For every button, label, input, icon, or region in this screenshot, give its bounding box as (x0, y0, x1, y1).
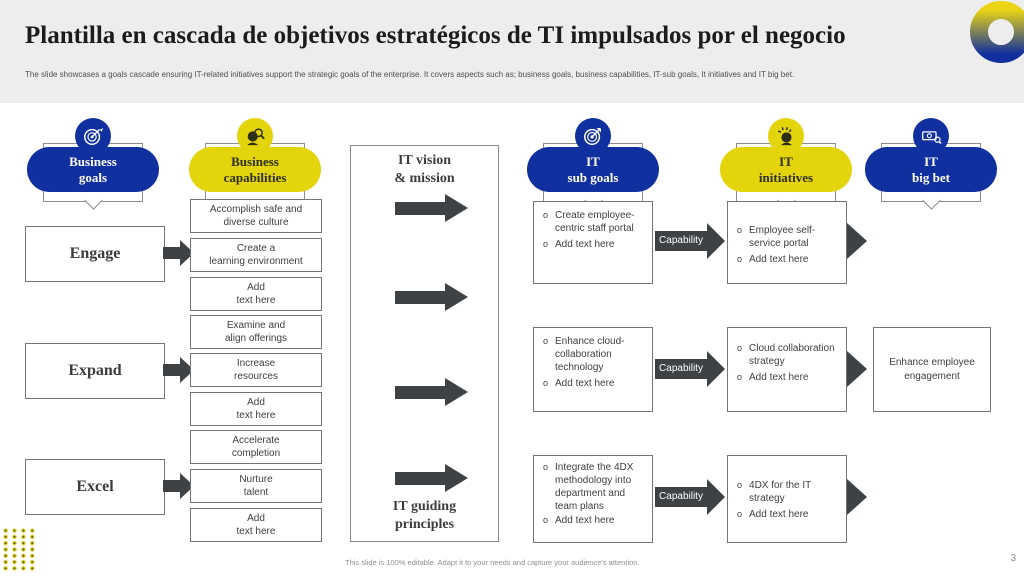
bigbet-arrow-2 (847, 351, 867, 387)
it-sub-goals-pill[interactable]: IT sub goals (527, 147, 659, 192)
capability-box[interactable]: Examine and align offerings (190, 315, 322, 349)
target-arrow-icon (75, 118, 111, 154)
bigbet-arrow-1 (847, 223, 867, 259)
bullet-marker: o (737, 480, 743, 490)
bullet-text: Add text here (749, 509, 809, 520)
slide-subtitle: The slide showcases a goals cascade ensu… (25, 70, 795, 79)
bullet-marker: o (543, 378, 549, 388)
bullet-marker: o (737, 372, 743, 382)
capability-box[interactable]: Accelerate completion (190, 430, 322, 464)
bullet-marker: o (737, 509, 743, 519)
bullet-marker: o (737, 225, 743, 235)
bullet-text: Create employee-centric staff portal (555, 210, 635, 234)
guiding-principles-label: IT guiding principles (392, 499, 457, 532)
capability-arrow-label: Capability (659, 235, 703, 246)
footer-note: This slide is 100% editable. Adapt it to… (345, 558, 640, 567)
bullet-marker: o (543, 515, 549, 525)
goal-box-engage[interactable]: Engage (25, 226, 165, 282)
capability-box[interactable]: Increase resources (190, 353, 322, 387)
vision-mission-box[interactable]: IT vision & mission IT guiding principle… (350, 145, 499, 542)
page-number: 3 (1010, 553, 1016, 564)
capability-box[interactable]: Add text here (190, 277, 322, 311)
bigbet-arrow-3 (847, 479, 867, 515)
business-goals-pill[interactable]: Business goals (27, 147, 159, 192)
bullet-text: Add text here (749, 372, 809, 383)
header-business-goals: Business goals (27, 118, 159, 214)
capability-box[interactable]: Nurture talent (190, 469, 322, 503)
business-capabilities-pill[interactable]: Business capabilities (189, 147, 321, 192)
money-icon (913, 118, 949, 154)
crescent-decoration (970, 1, 1024, 63)
bullet-text: Add text here (555, 515, 615, 526)
dartboard-icon (575, 118, 611, 154)
bullet-marker: o (543, 210, 549, 220)
slide-title: Plantilla en cascada de objetivos estrat… (25, 22, 846, 49)
bullet-text: Add text here (555, 378, 615, 389)
bullet-text: Add text here (749, 254, 809, 265)
goal-box-excel[interactable]: Excel (25, 459, 165, 515)
header-it-big-bet: IT big bet (865, 118, 997, 214)
capability-box[interactable]: Create a learning environment (190, 238, 322, 272)
sub-goal-box-3[interactable]: o Integrate the 4DX methodology into depa… (533, 455, 653, 543)
header-business-capabilities: Business capabilities (189, 118, 321, 214)
capability-arrow-label: Capability (659, 363, 703, 374)
dot-grid-decoration (3, 528, 39, 572)
goal-box-expand[interactable]: Expand (25, 343, 165, 399)
bullet-marker: o (737, 343, 743, 353)
bullet-text: Add text here (555, 239, 615, 250)
it-big-bet-pill[interactable]: IT big bet (865, 147, 997, 192)
vision-label: IT vision & mission (394, 153, 455, 186)
idea-head-icon (768, 118, 804, 154)
capability-arrow-label: Capability (659, 491, 703, 502)
bullet-text: Enhance cloud-collaboration technology (555, 336, 625, 373)
bullet-marker: o (543, 336, 549, 346)
bullet-marker: o (543, 462, 549, 472)
header-band (0, 0, 1024, 103)
bullet-marker: o (737, 254, 743, 264)
bullet-text: Employee self-service portal (749, 225, 816, 249)
bullet-marker: o (543, 239, 549, 249)
capability-box[interactable]: Add text here (190, 508, 322, 542)
capability-box[interactable]: Accomplish safe and diverse culture (190, 199, 322, 233)
header-it-sub-goals: IT sub goals (527, 118, 659, 214)
head-magnifier-icon (237, 118, 273, 154)
header-it-initiatives: IT initiatives (720, 118, 852, 214)
bullet-text: 4DX for the IT strategy (749, 480, 812, 504)
it-initiatives-pill[interactable]: IT initiatives (720, 147, 852, 192)
bullet-text: Cloud collaboration strategy (749, 343, 835, 367)
bullet-text: Integrate the 4DX methodology into depar… (555, 462, 634, 512)
big-bet-box[interactable]: Enhance employee engagement (873, 327, 991, 412)
capability-box[interactable]: Add text here (190, 392, 322, 426)
